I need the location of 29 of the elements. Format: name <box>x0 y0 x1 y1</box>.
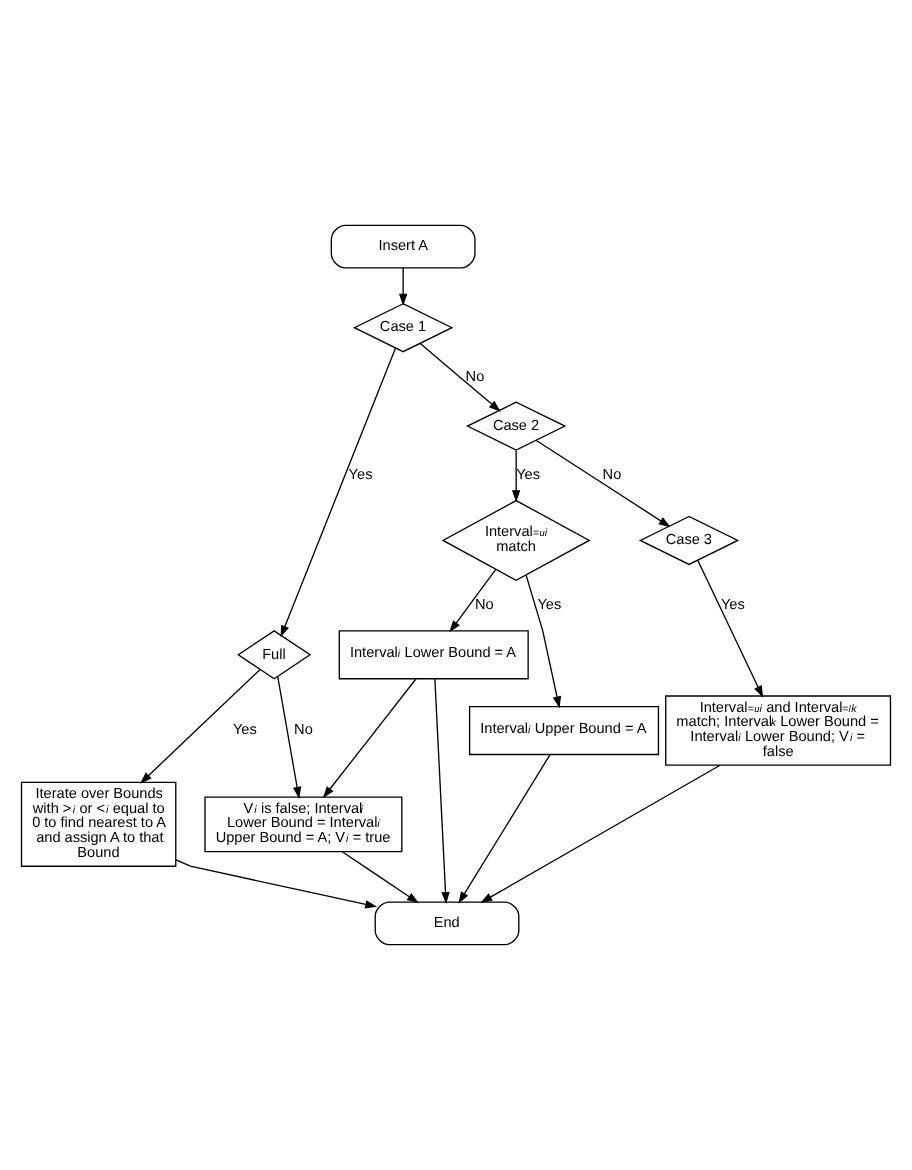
edge-label: Yes <box>720 595 745 614</box>
node-diamond: Case 1 <box>352 303 454 353</box>
arrow <box>480 764 721 903</box>
arrow <box>322 678 417 799</box>
arrow <box>535 439 671 528</box>
arrow <box>511 449 521 503</box>
edge-label: No <box>294 720 313 739</box>
arrow <box>419 342 501 412</box>
node-box: Insert A <box>330 224 476 269</box>
edge-label: Yes <box>537 595 562 614</box>
edge-label: No <box>465 366 485 385</box>
arrow <box>449 568 497 633</box>
arrow <box>175 859 378 909</box>
arrow <box>525 574 562 709</box>
edge-label: No <box>602 465 622 484</box>
arrow <box>398 267 408 306</box>
node-diamond: Full <box>237 630 312 680</box>
edge-label: No <box>474 595 494 614</box>
edge-label: Yes <box>348 465 373 484</box>
arrow <box>280 347 397 638</box>
edge-label: Yes <box>516 465 540 484</box>
arrow <box>140 669 261 784</box>
edge-label: Yes <box>232 720 257 739</box>
arrow <box>458 754 551 904</box>
arrow <box>697 559 764 698</box>
arrow <box>341 851 419 904</box>
node-box: End <box>374 901 520 946</box>
arrow <box>434 678 450 905</box>
arrow <box>277 675 302 799</box>
